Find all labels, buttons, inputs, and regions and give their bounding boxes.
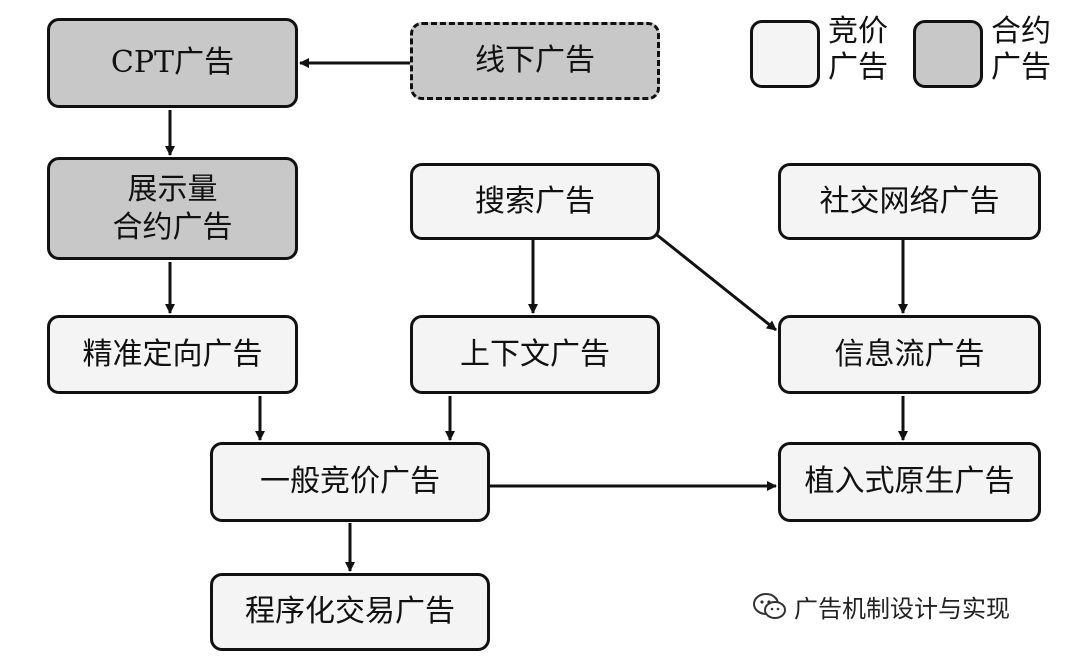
- legend-bid-swatch: [750, 20, 820, 88]
- edge-search-to-feed: [656, 233, 777, 332]
- legend-bid-label: 竞价 广告: [828, 14, 888, 85]
- node-offline-ad: 线下广告: [410, 22, 660, 100]
- node-impression-contract-ad: 展示量 合约广告: [47, 157, 298, 260]
- node-general-bidding-ad: 一般竞价广告: [210, 442, 490, 522]
- node-targeting-ad: 精准定向广告: [47, 315, 298, 394]
- node-social-network-ad: 社交网络广告: [778, 163, 1041, 240]
- legend-contract-swatch: [913, 20, 983, 88]
- node-feed-ad: 信息流广告: [778, 315, 1041, 394]
- watermark-text: 广告机制设计与实现: [794, 595, 1010, 623]
- watermark: 广告机制设计与实现: [752, 589, 1010, 624]
- node-contextual-ad: 上下文广告: [410, 315, 660, 394]
- legend-contract-label: 合约 广告: [991, 14, 1051, 85]
- node-cpt-ad: CPT广告: [47, 18, 298, 108]
- node-search-ad: 搜索广告: [410, 163, 660, 240]
- node-programmatic-ad: 程序化交易广告: [210, 573, 490, 651]
- wechat-icon: [752, 592, 788, 622]
- node-native-ad: 植入式原生广告: [778, 442, 1041, 522]
